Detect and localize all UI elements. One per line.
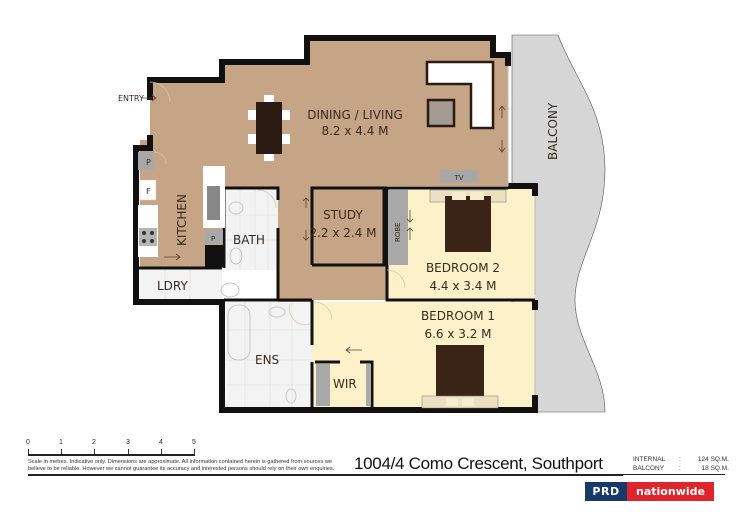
pantry-bottom-label: P [211, 235, 215, 243]
footer-divider-left [28, 474, 623, 476]
area-summary: INTERNAL : 124 SQ.M. BALCONY : 18 SQ.M. [633, 456, 729, 473]
dining-table-icon [248, 95, 290, 161]
entry-label: ENTRY [118, 94, 144, 103]
scale-line [28, 454, 195, 456]
study-label: STUDY [323, 208, 363, 222]
balcony-label: BALCONY [546, 102, 560, 160]
wall-block [205, 245, 225, 267]
bed-bedroom2-icon [429, 189, 507, 252]
scale-tick [61, 449, 62, 455]
scale-tick [94, 449, 95, 455]
dining-living-size: 8.2 x 4.4 M [321, 124, 388, 138]
scale-tick [161, 449, 162, 455]
bedroom1-label: BEDROOM 1 [421, 309, 495, 323]
coffee-table-icon [426, 98, 456, 128]
scale-tick-label: 0 [26, 439, 30, 446]
dining-living-label: DINING / LIVING [307, 108, 403, 122]
door-swings [149, 81, 406, 326]
area-row-internal: INTERNAL : 124 SQ.M. [633, 456, 729, 463]
brand-logo-prd: PRD [585, 482, 627, 501]
wir-label: WIR [333, 377, 357, 391]
scale-tick [194, 449, 195, 455]
bedroom2-label: BEDROOM 2 [426, 261, 500, 275]
tile-grid [164, 190, 312, 408]
ens-floor [226, 302, 312, 408]
disclaimer-line-1: Scale in metres. Indicative only. Dimens… [28, 459, 332, 465]
wir-shelf-right [366, 364, 371, 406]
bedroom1-floor [312, 302, 535, 408]
robe-label: ROBE [394, 222, 402, 242]
bath-floor [226, 190, 278, 270]
property-address: 1004/4 Como Crescent, Southport [354, 454, 603, 473]
scale-tick-label: 1 [59, 439, 63, 446]
brand-logo: PRD nationwide [585, 482, 714, 501]
scale-tick-label: 3 [126, 439, 130, 446]
area-label: INTERNAL [633, 456, 666, 463]
cooktop-icon [139, 228, 157, 246]
area-row-balcony: BALCONY : 18 SQ.M. [633, 464, 729, 472]
pantry-top-label: P [146, 158, 151, 167]
area-label: BALCONY [633, 464, 665, 472]
scale-tick-label: 2 [92, 439, 96, 446]
brand-logo-nationwide: nationwide [627, 482, 714, 501]
scale-bar: 0 1 2 3 4 5 [26, 439, 198, 459]
kitchen-label: KITCHEN [175, 194, 189, 246]
scale-tick [28, 449, 29, 455]
arrows [141, 94, 506, 354]
bath-label: BATH [233, 233, 265, 247]
windows [507, 66, 536, 395]
bath-fixtures [220, 201, 297, 404]
ens-label: ENS [255, 353, 279, 367]
wir-shelf-left [316, 364, 330, 406]
robe-unit [388, 190, 408, 265]
bed-bedroom1-icon [421, 345, 499, 409]
ldry-floor [140, 270, 222, 300]
bedroom1-size: 6.6 x 3.2 M [424, 327, 491, 341]
interior-walls [136, 186, 535, 408]
walls [133, 35, 538, 413]
study-size: 2.2 x 2.4 M [309, 226, 376, 240]
scale-tick-label: 4 [159, 439, 163, 446]
living-floor [140, 35, 508, 305]
pantry-top [138, 152, 154, 170]
fridge-label: F [146, 187, 151, 196]
ldry-label: LDRY [157, 279, 188, 293]
pantry-bottom [205, 230, 223, 244]
area-value: 18 SQ.M. [701, 464, 729, 472]
tv-label: TV [453, 174, 463, 182]
area-value: 124 SQ.M. [697, 456, 729, 463]
bedroom2-size: 4.4 x 3.4 M [429, 279, 496, 293]
fridge [139, 179, 157, 201]
sofa-icon [425, 60, 495, 130]
disclaimer: Scale in metres. Indicative only. Dimens… [28, 459, 348, 473]
scale-tick-label: 5 [192, 439, 196, 446]
sink-icon [207, 186, 220, 220]
disclaimer-line-2: believe to be reliable. However we canno… [28, 466, 335, 472]
scale-tick [128, 449, 129, 455]
footer-divider-right [585, 474, 725, 475]
tv-unit-living [440, 170, 478, 182]
